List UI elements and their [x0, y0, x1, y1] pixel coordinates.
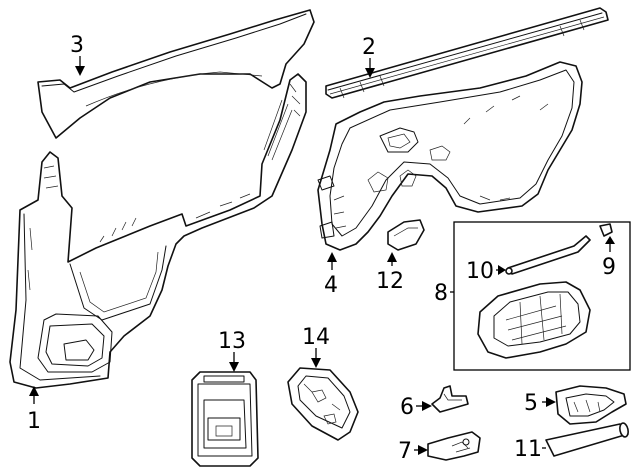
part-13-switch	[191, 371, 259, 467]
part-3-upper-trim	[37, 9, 315, 139]
part-14-switch-bracket	[287, 367, 359, 441]
leader-2	[365, 58, 375, 78]
callout-7: 7	[398, 439, 412, 464]
part-6-bracket	[431, 385, 469, 413]
callout-4: 4	[324, 273, 338, 298]
leader-9	[605, 236, 615, 252]
callout-6: 6	[400, 395, 414, 420]
callout-5: 5	[524, 391, 538, 416]
part-2-weatherstrip	[325, 7, 609, 99]
part-1-door-trim-panel	[9, 73, 307, 389]
callout-14: 14	[302, 325, 330, 350]
leader-13	[229, 352, 239, 372]
leader-5	[542, 397, 556, 407]
leader-4	[327, 252, 337, 270]
callout-box-8	[453, 221, 631, 371]
callout-10: 10	[466, 259, 494, 284]
callout-1: 1	[27, 409, 41, 434]
leader-10	[496, 265, 506, 275]
callout-13: 13	[218, 329, 246, 354]
part-9-clip	[599, 223, 613, 237]
callout-11: 11	[514, 437, 542, 462]
callout-12: 12	[376, 269, 404, 294]
leader-3	[75, 56, 85, 76]
leader-7	[414, 445, 428, 455]
callout-3: 3	[70, 33, 84, 58]
leader-1	[29, 386, 39, 404]
part-7-bracket	[427, 431, 481, 461]
part-8-handle-housing	[477, 281, 591, 359]
part-12-cover	[387, 219, 425, 251]
callout-8: 8	[434, 281, 448, 306]
leader-14	[311, 348, 321, 368]
part-4-inner-module	[317, 61, 583, 251]
leader-6	[416, 401, 432, 411]
part-11-cylinder	[545, 422, 629, 457]
part-5-handle	[555, 385, 627, 425]
callout-9: 9	[602, 255, 616, 280]
part-10-rod	[505, 235, 591, 275]
leader-12	[387, 252, 397, 266]
callout-2: 2	[362, 35, 376, 60]
